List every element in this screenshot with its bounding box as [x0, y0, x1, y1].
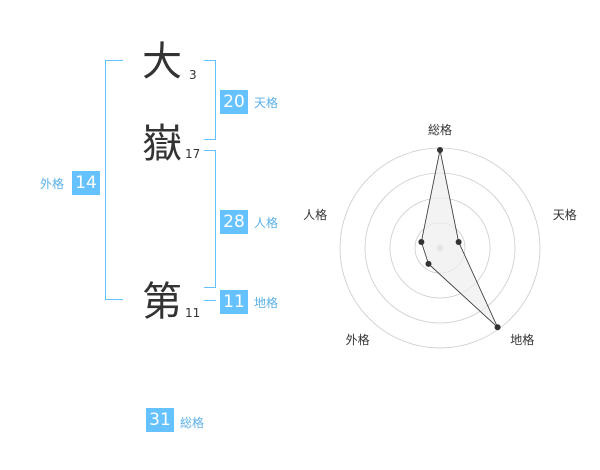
radar-axis-label-1: 総格 — [428, 122, 452, 137]
radar-series-area — [420, 149, 498, 328]
tenkaku-value: 20 — [220, 90, 248, 114]
name-char-1: 大 — [142, 39, 182, 85]
gaikaku-label: 外格 — [40, 177, 65, 191]
radar-axis-label-4: 外格 — [346, 332, 370, 347]
radar-axis-label-3: 地格 — [510, 332, 534, 347]
name-char-3-strokes: 11 — [185, 306, 201, 320]
jinkaku-value: 28 — [220, 210, 248, 234]
chikaku-connector — [204, 300, 216, 301]
name-char-2-strokes: 17 — [185, 147, 201, 161]
gaikaku-bracket — [105, 60, 123, 300]
radar-point-1 — [437, 147, 443, 153]
radar-axis-label-2: 天格 — [553, 207, 577, 222]
jinkaku-label: 人格 — [254, 216, 279, 230]
gaikaku-value: 14 — [72, 171, 100, 195]
tenkaku-bracket — [204, 60, 216, 140]
jinkaku-bracket — [204, 150, 216, 288]
tenkaku-label: 天格 — [254, 96, 279, 110]
radar-axis-label-5: 人格 — [303, 207, 327, 222]
name-char-1-strokes: 3 — [189, 68, 197, 82]
radar-point-5 — [418, 238, 425, 245]
radar-point-3 — [494, 324, 501, 331]
chikaku-label: 地格 — [254, 296, 279, 310]
name-char-3: 第 — [142, 279, 182, 325]
radar-point-2 — [455, 238, 462, 245]
radar-polygon-layer — [418, 147, 501, 331]
chikaku-value: 11 — [220, 290, 248, 314]
radar-point-4 — [425, 260, 432, 267]
soukaku-value: 31 — [146, 408, 174, 432]
soukaku-label: 総格 — [180, 416, 205, 430]
name-char-2: 嶽 — [142, 121, 182, 167]
